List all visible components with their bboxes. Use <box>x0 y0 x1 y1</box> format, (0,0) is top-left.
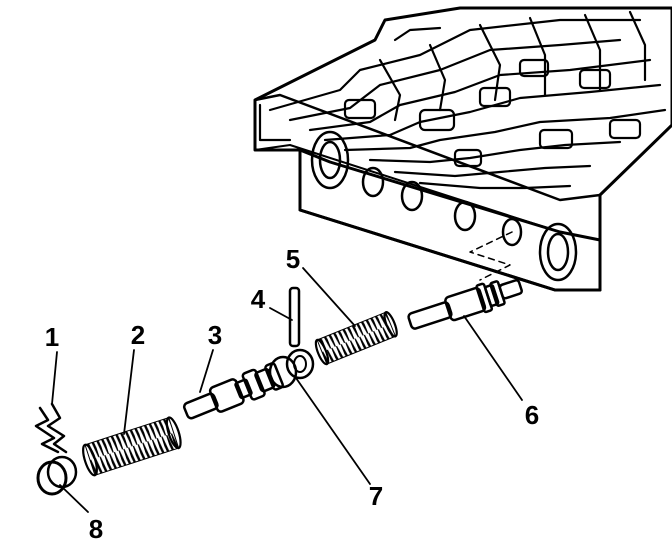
leader-line-7 <box>295 377 371 485</box>
leader-line-5 <box>302 267 356 327</box>
part-4-pin <box>288 286 301 348</box>
leader-line-6 <box>463 315 523 401</box>
leader-line-8 <box>59 484 89 513</box>
part-5-spring <box>314 311 398 366</box>
leader-lines <box>51 267 523 513</box>
part-1-retainer-clip <box>34 402 68 454</box>
callout-4: 4 <box>251 284 266 314</box>
valve-body-bores <box>310 130 578 282</box>
part-2-spring <box>82 416 182 477</box>
valve-body <box>253 6 672 292</box>
callout-5: 5 <box>286 244 300 274</box>
callout-3: 3 <box>208 320 222 350</box>
callout-6: 6 <box>525 400 539 430</box>
part-8-plug <box>36 455 78 496</box>
leader-line-2 <box>123 349 135 435</box>
leader-line-4 <box>269 307 293 321</box>
callout-2: 2 <box>131 320 145 350</box>
callout-numbers: 1 2 3 4 5 6 7 8 <box>45 244 539 544</box>
callout-8: 8 <box>89 514 103 544</box>
callout-1: 1 <box>45 322 59 352</box>
alignment-line <box>469 231 513 281</box>
part-6-valve <box>407 279 523 330</box>
callout-7: 7 <box>369 481 383 511</box>
leader-line-1 <box>51 351 58 405</box>
part-3-valve <box>182 362 284 420</box>
valve-body-channels <box>258 10 667 190</box>
leader-line-3 <box>199 349 214 393</box>
